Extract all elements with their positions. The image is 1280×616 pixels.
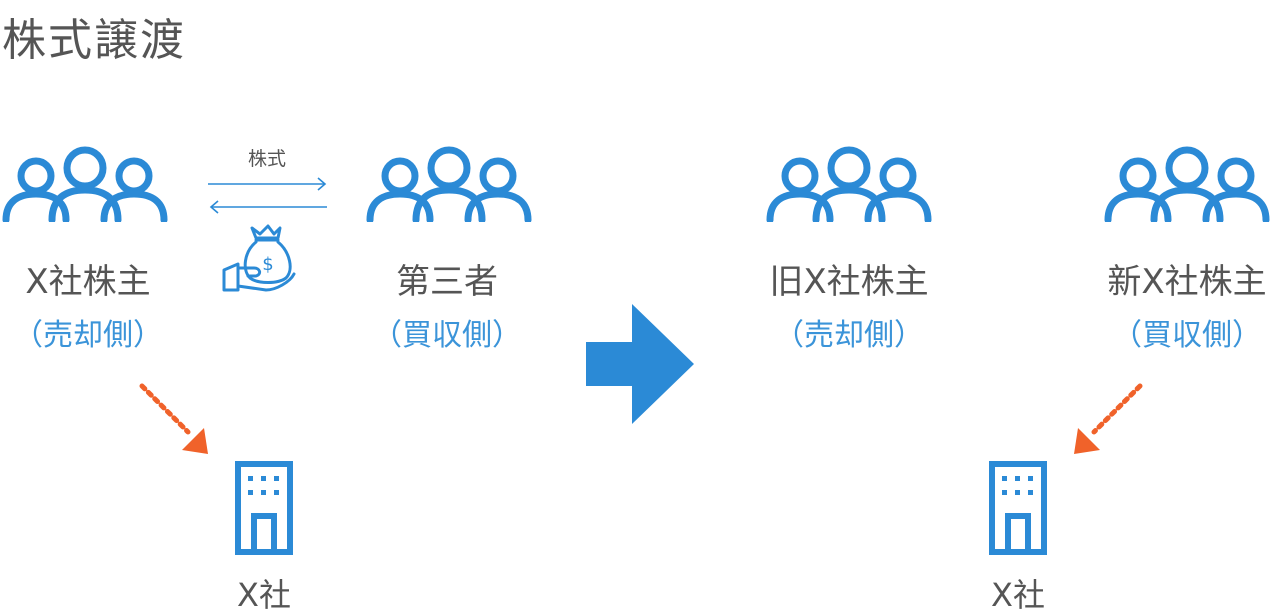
building-icon bbox=[989, 461, 1047, 555]
dotted-arrow-icon bbox=[139, 383, 208, 454]
old-holder-sublabel: （売却側） bbox=[774, 318, 924, 353]
transfer-label: 株式 bbox=[247, 148, 286, 170]
people-group-icon bbox=[2, 146, 168, 222]
people-group-icon bbox=[366, 146, 532, 222]
buyer-label: 第三者 bbox=[396, 262, 498, 302]
new-holder-sublabel: （買収側） bbox=[1112, 318, 1262, 353]
company-label: X社 bbox=[237, 576, 291, 614]
people-group-icon bbox=[1104, 146, 1270, 222]
page-title: 株式譲渡 bbox=[2, 15, 186, 66]
seller-sublabel: （売却側） bbox=[13, 318, 163, 353]
money-bag-hand-icon: $ bbox=[222, 224, 296, 292]
old-holder-label: 旧X社株主 bbox=[769, 262, 929, 302]
people-group-icon bbox=[766, 146, 932, 222]
right-arrow-icon bbox=[586, 304, 694, 424]
dotted-arrow-icon bbox=[1074, 383, 1143, 454]
exchange-arrows-icon bbox=[208, 177, 327, 214]
new-holder-label: 新X社株主 bbox=[1107, 262, 1267, 302]
buyer-sublabel: （買収側） bbox=[372, 318, 522, 353]
company-label: X社 bbox=[991, 576, 1045, 614]
svg-text:$: $ bbox=[262, 254, 273, 275]
building-icon bbox=[235, 461, 293, 555]
seller-label: X社株主 bbox=[25, 262, 151, 302]
